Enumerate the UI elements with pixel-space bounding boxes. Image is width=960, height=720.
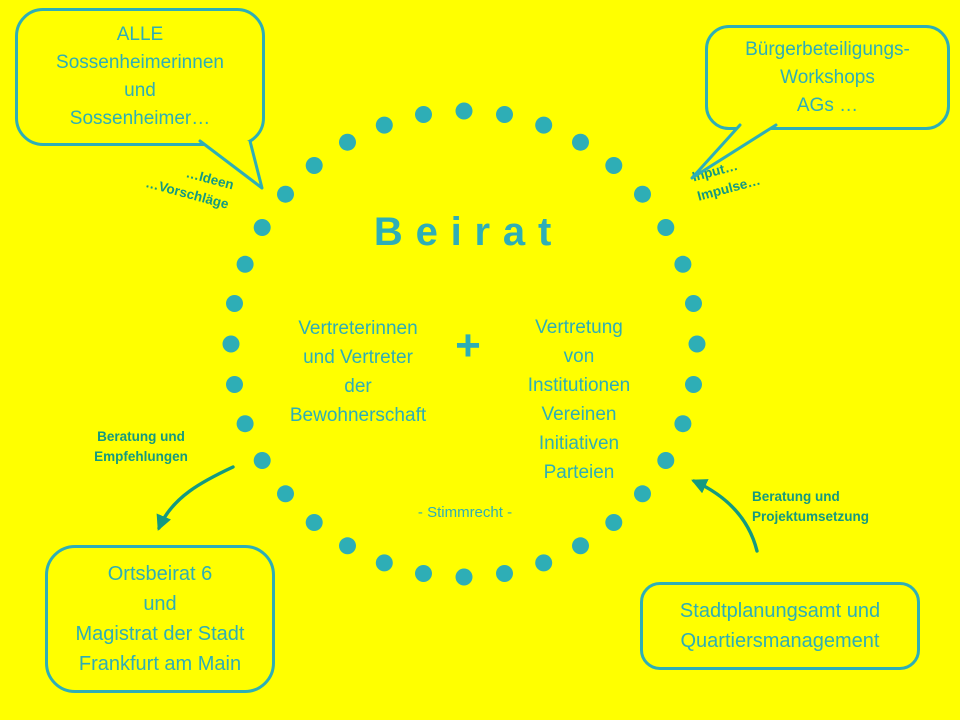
box-stadtplanungsamt-text: Stadtplanungsamt und Quartiersmanagement bbox=[679, 600, 881, 652]
annotation-advice-left: Beratung und Empfehlungen bbox=[94, 429, 188, 464]
arrow-to-ortsbeirat bbox=[156, 465, 235, 531]
box-ortsbeirat: Ortsbeirat 6 und Magistrat der Stadt Fra… bbox=[45, 545, 275, 693]
speech-bubble-residents-text: ALLE Sossenheimerinnen und Sossenheimer… bbox=[56, 24, 224, 129]
voting-right-note: - Stimmrecht - bbox=[417, 504, 513, 521]
box-ortsbeirat-text: Ortsbeirat 6 und Magistrat der Stadt Fra… bbox=[75, 563, 245, 675]
column-residents-representatives: Vertreterinnen und Vertreter der Bewohne… bbox=[289, 318, 427, 426]
annotation-advice-right: Beratung und Projektumsetzung bbox=[752, 489, 870, 524]
speech-bubble-residents: ALLE Sossenheimerinnen und Sossenheimer… bbox=[15, 8, 265, 146]
speech-bubble-workshops-text: Bürgerbeteiligungs- Workshops AGs … bbox=[745, 38, 910, 116]
box-stadtplanungsamt: Stadtplanungsamt und Quartiersmanagement bbox=[640, 582, 920, 670]
arrow-to-circle-right bbox=[691, 479, 759, 553]
speech-bubble-workshops: Bürgerbeteiligungs- Workshops AGs … bbox=[705, 25, 950, 130]
column-institutions-representation: Vertretung von Institutionen Vereinen In… bbox=[527, 317, 631, 483]
annotation-ideas: …Ideen …Vorschläge bbox=[144, 165, 236, 212]
plus-sign: + bbox=[455, 321, 481, 370]
diagram-title: Beirat bbox=[373, 210, 565, 254]
annotation-input: Input… Impulse… bbox=[690, 157, 762, 204]
